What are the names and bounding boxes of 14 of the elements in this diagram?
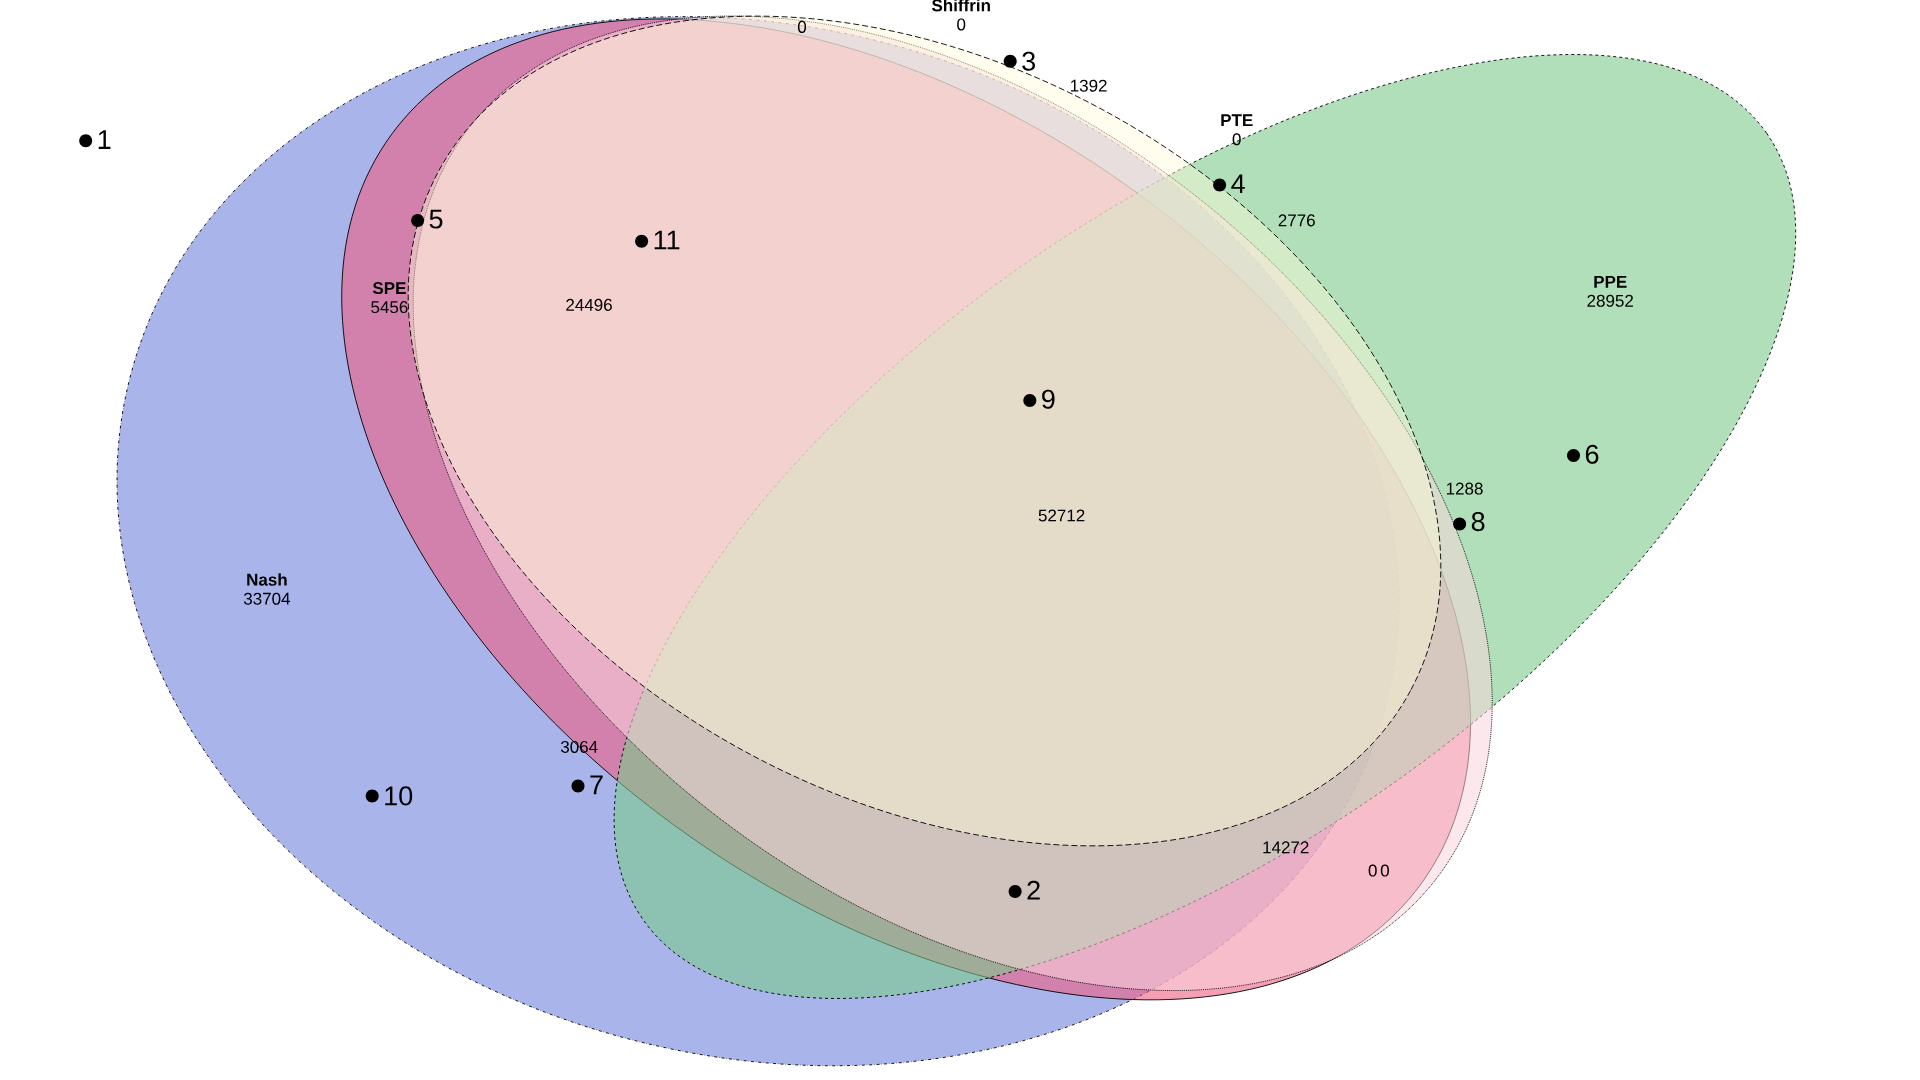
region-count: 0 <box>1368 864 1377 877</box>
set-label: SPE 5456 <box>371 282 408 314</box>
region-count: 0 <box>1380 864 1389 877</box>
region-count: 2776 <box>1278 214 1315 227</box>
set-label: PTE 0 <box>1221 114 1253 146</box>
region-count: 24496 <box>566 298 612 311</box>
set-label: Nash 33704 <box>243 573 291 605</box>
region-count: 1392 <box>1071 79 1107 92</box>
region-count: 14272 <box>1263 841 1309 854</box>
region-count: 1288 <box>1446 482 1483 495</box>
region-count: 0 <box>797 20 807 33</box>
region-count: 52712 <box>1038 509 1085 522</box>
set-label: PPE 28952 <box>1587 275 1633 307</box>
region-count: 3064 <box>560 740 598 753</box>
